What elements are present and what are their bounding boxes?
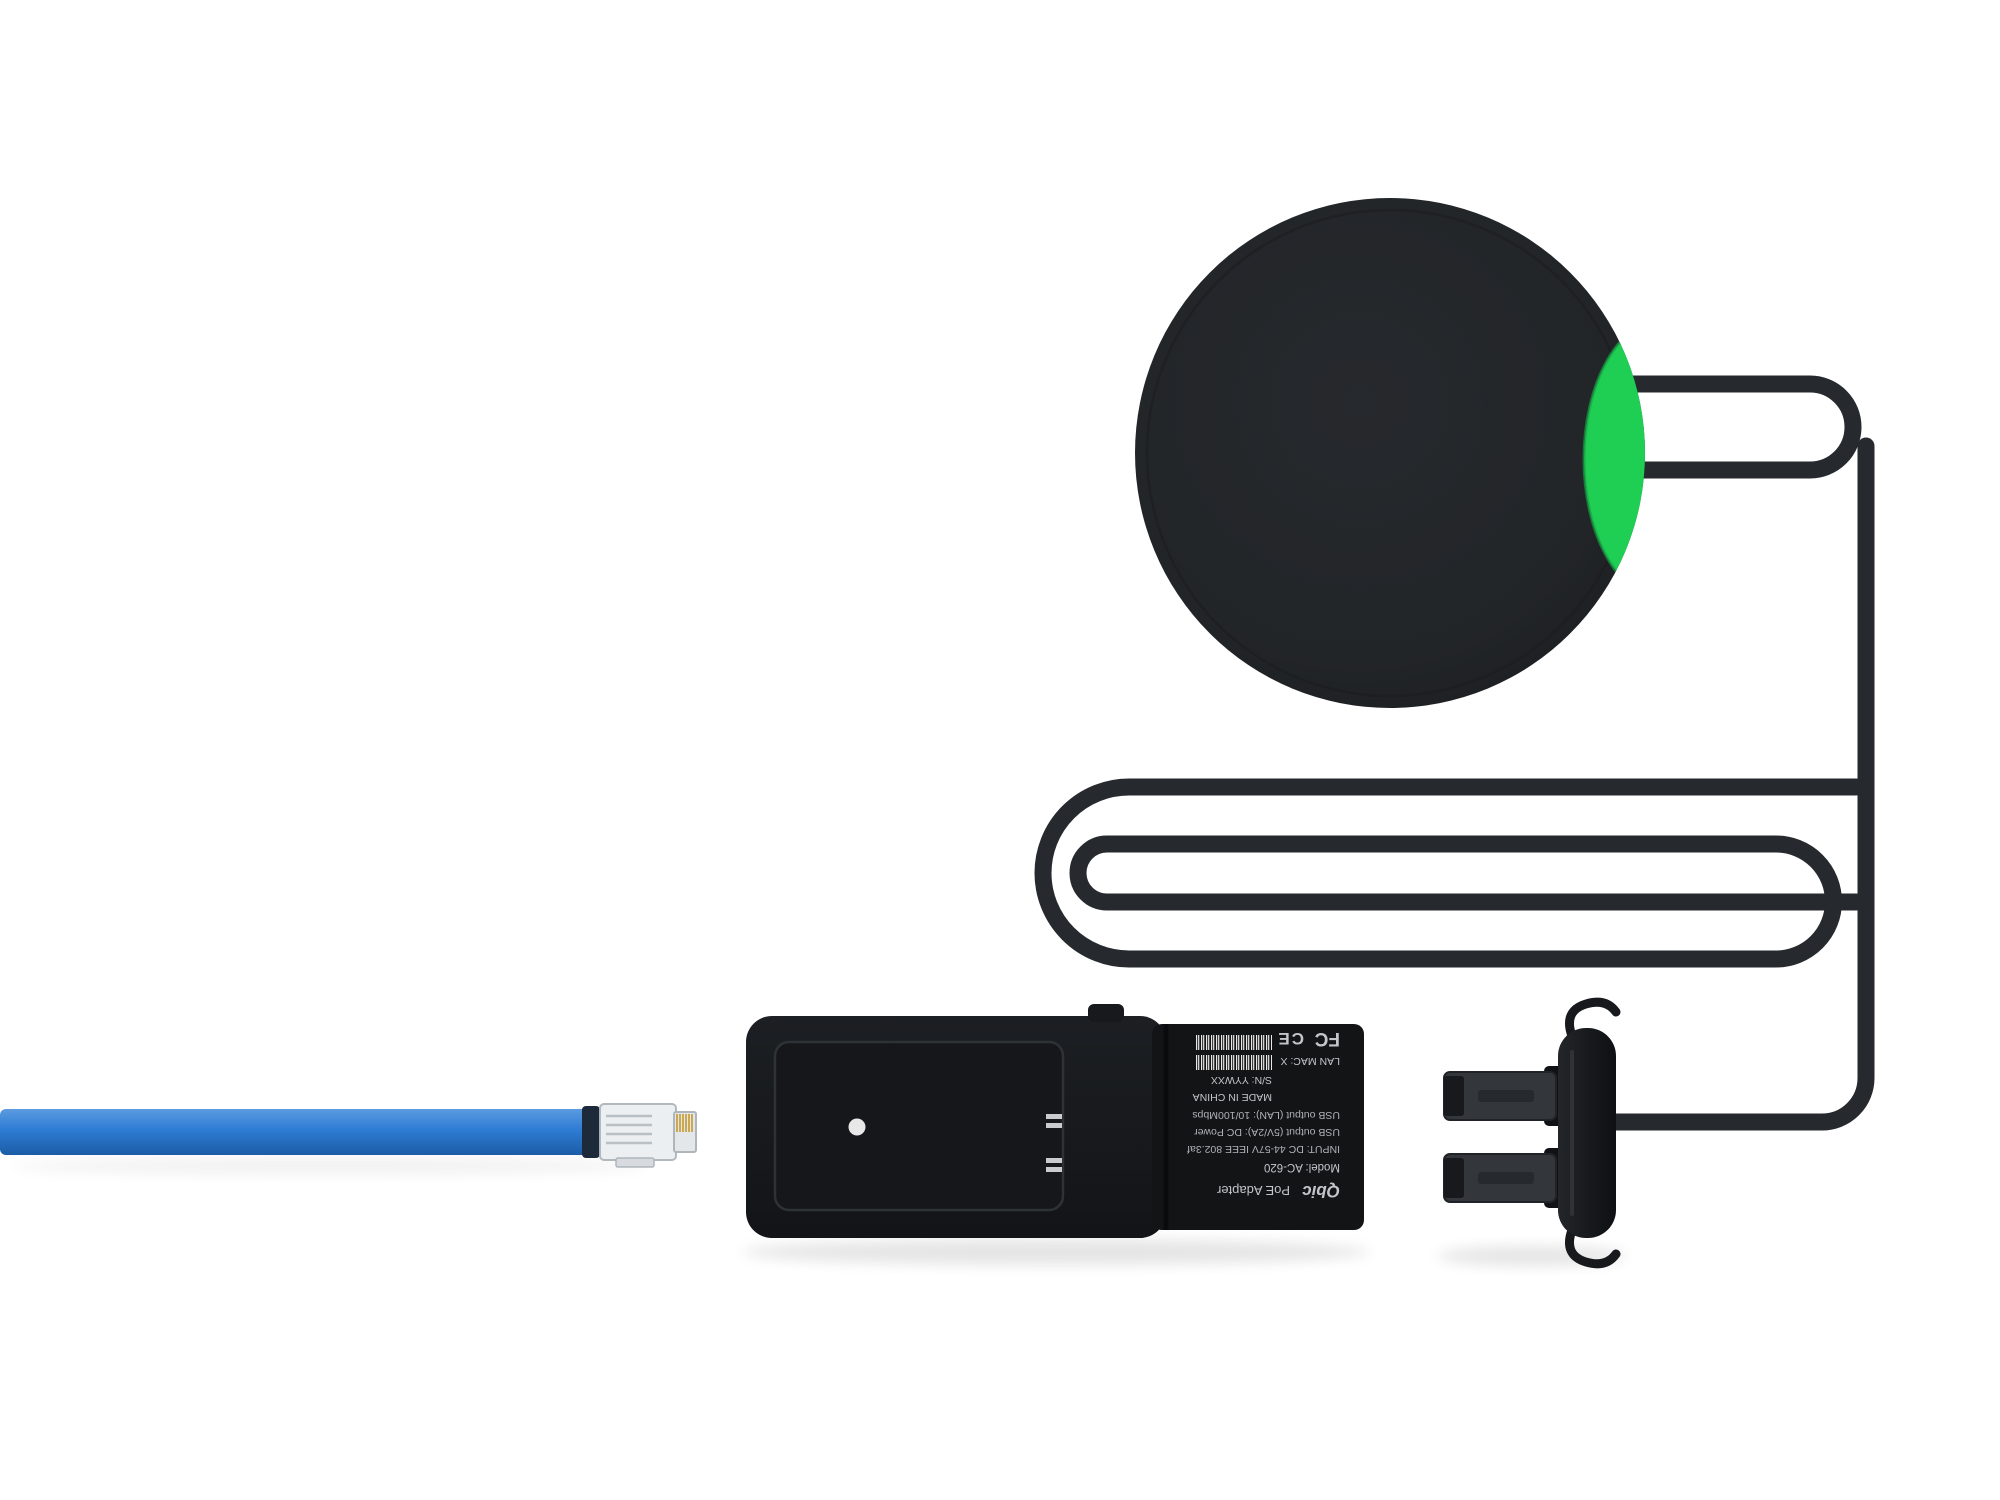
ethernet-boot [582, 1106, 600, 1158]
usb2-opening [1444, 1158, 1464, 1198]
label-usb-lan: USB output (LAN): 10/100Mbps [1192, 1109, 1340, 1121]
adapter-label-sleeve [1152, 1024, 1364, 1230]
rj45-body [599, 1103, 677, 1161]
ce-mark: CE [1276, 1029, 1304, 1048]
adapter-contact-marks [1046, 1114, 1062, 1172]
ethernet-cable [0, 1103, 697, 1168]
puck-body [1135, 198, 1645, 708]
usb1-opening [1444, 1076, 1464, 1116]
accent-lens-edge [1582, 317, 1645, 601]
barcode-2 [1196, 1035, 1272, 1050]
ethernet-wire [0, 1109, 588, 1155]
label-product: PoE Adapter [1216, 1183, 1290, 1198]
rj45-wires [606, 1114, 652, 1145]
label-brand: Qbic [1302, 1182, 1340, 1201]
rj45-pins [676, 1114, 693, 1132]
usb2-logo-slot [1478, 1172, 1534, 1184]
plug-hook-bottom [1565, 1225, 1621, 1269]
fcc-mark: FC [1314, 1028, 1340, 1049]
power-cable [1034, 375, 1875, 1131]
label-usb-power: USB output (5V/2A): DC Power [1194, 1126, 1340, 1138]
label-serial: S/N: YYWXX [1211, 1074, 1272, 1086]
usb1-logo-slot [1478, 1090, 1534, 1102]
poe-adapter: Qbic PoE Adapter Model: AC-620 INPUT: DC… [746, 1004, 1364, 1238]
cable-main [1601, 437, 1875, 1131]
adapter-top-tab [1088, 1004, 1124, 1022]
rj45-connector [599, 1103, 697, 1168]
cable-top-loop [1606, 375, 1862, 479]
adapter-hole [848, 1118, 866, 1136]
plug-disc [1558, 1028, 1616, 1238]
label-made-in: MADE IN CHINA [1193, 1091, 1272, 1103]
plug-hook-top [1565, 997, 1621, 1041]
label-input: INPUT: DC 44-57V IEEE 802.3af [1187, 1143, 1340, 1155]
accent-lens [1584, 319, 1645, 599]
usb-connector-2 [1443, 1148, 1566, 1208]
barcode-1 [1196, 1055, 1272, 1070]
cable-serpentine [1034, 778, 1865, 968]
adapter-panel [773, 1040, 1065, 1212]
label-lan-mac: LAN MAC: X [1280, 1055, 1340, 1067]
shadow-ethernet [10, 1158, 650, 1174]
label-model: Model: AC-620 [1264, 1161, 1340, 1173]
rj45-latch [615, 1157, 655, 1168]
round-plug [1443, 997, 1621, 1269]
usb-connector-1 [1443, 1066, 1566, 1126]
adapter-label: Qbic PoE Adapter Model: AC-620 INPUT: DC… [1187, 1028, 1340, 1201]
shadow-adapter [741, 1239, 1371, 1265]
device-puck [1135, 198, 1645, 708]
